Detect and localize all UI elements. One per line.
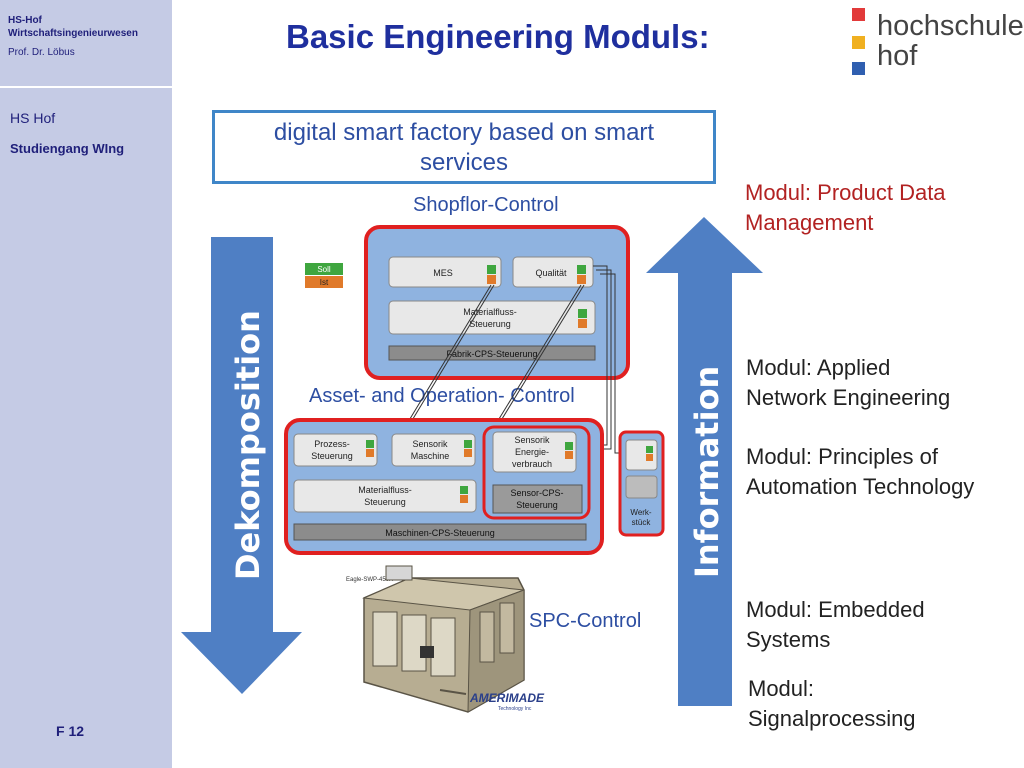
legend-ist-text: Ist <box>320 278 329 287</box>
mes-text: MES <box>433 268 453 278</box>
sidebar-divider <box>0 86 172 88</box>
prozess-box <box>293 433 378 467</box>
logo-text-hochschule: hochschule <box>877 10 1024 42</box>
sidebar-studiengang: Studiengang WIng <box>10 141 125 156</box>
modul-1-line-2: Management <box>745 210 874 235</box>
sensor-cps-line-2: Steuerung <box>516 500 558 510</box>
modul-product-data-management: Modul: Product Data Management <box>745 178 946 238</box>
page-title: Basic Engineering Moduls: <box>286 18 710 55</box>
energie-panel <box>482 425 591 520</box>
org-line-1: HS-Hof <box>8 15 42 26</box>
information-arrow <box>646 217 763 706</box>
label-asset-operation-control: Asset- and Operation- Control <box>309 385 575 407</box>
modul-2-line-2: Network Engineering <box>746 385 951 410</box>
modul-3-line-2: Automation Technology <box>746 474 975 499</box>
brand-subtitle: Technology Inc <box>498 706 532 712</box>
legend-ist <box>305 276 343 288</box>
modul-3-line-1: Modul: Principles of <box>746 444 938 469</box>
maschinen-cps-text: Maschinen-CPS-Steuerung <box>385 528 495 538</box>
legend-soll <box>305 263 343 275</box>
logo-text-hof: hof <box>877 40 918 72</box>
hochschule-hof-logo: hochschule hof <box>848 6 1024 78</box>
machine-illustration: Eagle-SWP-450A AMERIMADE Technology Inc <box>346 565 545 713</box>
sensorik-energie-line-2: Energie- <box>515 447 549 457</box>
smart-factory-line-2: services <box>419 149 509 176</box>
materialfluss-bot-line-1: Materialfluss- <box>358 485 412 495</box>
werkstueck-line-2: stück <box>632 518 652 527</box>
sensorik-maschine-box <box>391 433 476 467</box>
sensor-cps-line-1: Sensor-CPS- <box>510 488 563 498</box>
label-shopfloor-control: Shopflor-Control <box>413 194 559 216</box>
materialfluss-top-box <box>388 300 596 335</box>
smart-factory-line-1: digital smart factory based on smart <box>273 119 655 146</box>
modul-2-line-1: Modul: Applied <box>746 355 891 380</box>
legend-soll-text: Soll <box>317 265 331 274</box>
modul-4-line-1: Modul: Embedded <box>746 597 925 622</box>
modul-applied-network-engineering: Modul: Applied Network Engineering <box>746 353 950 413</box>
fabrik-cps-text: Fabrik-CPS-Steuerung <box>446 349 537 359</box>
modul-5-line-1: Modul: <box>748 676 815 701</box>
prozess-line-2: Steuerung <box>311 451 353 461</box>
qualitaet-text: Qualität <box>535 268 567 278</box>
modul-1-line-1: Modul: Product Data <box>745 180 946 205</box>
sidebar: HS-Hof Wirtschaftsingenieurwesen Prof. D… <box>0 0 172 768</box>
page-number: F 12 <box>56 723 85 739</box>
logo-square-red <box>852 8 865 21</box>
machine-caption: Eagle-SWP-450A <box>346 577 393 583</box>
sensorik-energie-box <box>492 431 577 473</box>
label-spc-control: SPC-Control <box>529 610 642 632</box>
materialfluss-bot-box <box>293 479 477 513</box>
prozess-line-1: Prozess- <box>314 439 350 449</box>
materialfluss-bot-line-2: Steuerung <box>364 497 406 507</box>
dekomposition-arrow <box>181 237 302 694</box>
sensorik-energie-line-3: verbrauch <box>512 459 552 469</box>
modul-signalprocessing: Modul: Signalprocessing <box>748 674 916 734</box>
org-name: HS-Hof Wirtschaftsingenieurwesen <box>8 14 138 40</box>
smart-factory-box: digital smart factory based on smart ser… <box>212 110 716 184</box>
modul-4-line-2: Systems <box>746 627 831 652</box>
sensorik-energie-line-1: Sensorik <box>514 435 550 445</box>
fabrik-cps-bar <box>388 345 596 361</box>
mes-box <box>388 256 502 288</box>
qualitaet-box <box>512 256 594 288</box>
sensorik-maschine-line-2: Maschine <box>411 451 450 461</box>
sensor-cps-box <box>492 484 583 514</box>
sensorik-maschine-line-1: Sensorik <box>412 439 448 449</box>
materialfluss-top-line-2: Steuerung <box>469 319 511 329</box>
logo-square-yellow <box>852 36 865 49</box>
org-line-2: Wirtschaftsingenieurwesen <box>8 28 138 39</box>
logo-square-blue <box>852 62 865 75</box>
maschinen-cps-bar <box>293 523 587 541</box>
materialfluss-top-line-1: Materialfluss- <box>463 307 517 317</box>
modul-principles-automation-technology: Modul: Principles of Automation Technolo… <box>746 442 974 502</box>
dekomposition-label: Dekomposition <box>229 310 267 580</box>
modul-embedded-systems: Modul: Embedded Systems <box>746 595 925 655</box>
sidebar-hs: HS Hof <box>10 110 56 126</box>
brand-name: AMERIMADE <box>469 691 545 705</box>
modul-5-line-2: Signalprocessing <box>748 706 916 731</box>
werkstueck-line-1: Werk- <box>630 508 652 517</box>
information-label: Information <box>688 366 726 578</box>
professor-name: Prof. Dr. Löbus <box>8 47 75 58</box>
